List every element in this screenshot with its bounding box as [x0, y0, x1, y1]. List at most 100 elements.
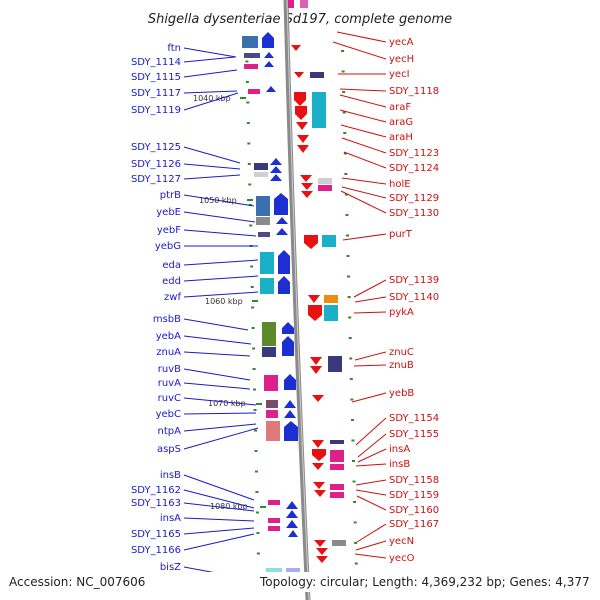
gene-label-left[interactable]: yebF: [157, 225, 181, 236]
gene-label-left[interactable]: yebE: [156, 207, 181, 218]
gene-arrow-down[interactable]: [312, 440, 324, 448]
gene-arrow-up[interactable]: [264, 61, 274, 67]
gene-label-right[interactable]: SDY_1118: [389, 86, 439, 97]
gene-feature[interactable]: [330, 450, 344, 462]
gene-feature[interactable]: [324, 305, 338, 321]
gene-label-left[interactable]: insA: [160, 513, 181, 524]
gene-label-right[interactable]: insA: [389, 444, 410, 455]
gene-feature[interactable]: [300, 0, 308, 8]
gene-feature[interactable]: [332, 540, 346, 546]
gene-arrow-down[interactable]: [314, 540, 326, 547]
gene-feature[interactable]: [262, 347, 276, 357]
gene-label-left[interactable]: SDY_1166: [131, 545, 181, 556]
gene-arrow-down[interactable]: [310, 366, 322, 374]
gene-label-left[interactable]: ptrB: [160, 190, 181, 201]
gene-label-left[interactable]: SDY_1162: [131, 485, 181, 496]
gene-block-up[interactable]: [284, 421, 298, 441]
gene-arrow-down[interactable]: [297, 145, 309, 153]
gene-label-left[interactable]: SDY_1163: [131, 498, 181, 509]
gene-feature[interactable]: [330, 440, 344, 444]
gene-label-left[interactable]: edd: [162, 276, 181, 287]
gene-label-right[interactable]: yecA: [389, 37, 414, 48]
gene-label-right[interactable]: yebB: [389, 388, 414, 399]
gene-label-right[interactable]: araF: [389, 102, 411, 113]
gene-feature[interactable]: [268, 518, 280, 523]
gene-arrow-up[interactable]: [276, 217, 288, 224]
gene-arrow-up[interactable]: [284, 400, 296, 408]
gene-block-up[interactable]: [282, 336, 294, 356]
gene-feature[interactable]: [318, 185, 332, 191]
gene-arrow-down[interactable]: [308, 295, 320, 303]
gene-label-left[interactable]: SDY_1119: [131, 105, 181, 116]
gene-block-up[interactable]: [262, 32, 274, 48]
gene-block-down[interactable]: [294, 92, 306, 106]
gene-block-down[interactable]: [304, 235, 318, 249]
gene-feature[interactable]: [288, 0, 294, 8]
gene-block-down[interactable]: [308, 305, 322, 321]
gene-feature[interactable]: [260, 278, 274, 294]
gene-arrow-down[interactable]: [314, 490, 326, 497]
gene-feature[interactable]: [266, 421, 280, 441]
gene-label-right[interactable]: SDY_1124: [389, 163, 439, 174]
gene-label-right[interactable]: SDY_1158: [389, 475, 439, 486]
gene-arrow-up[interactable]: [270, 174, 282, 181]
gene-arrow-up[interactable]: [276, 228, 288, 235]
gene-label-right[interactable]: SDY_1130: [389, 208, 439, 219]
gene-label-right[interactable]: SDY_1140: [389, 292, 439, 303]
gene-feature[interactable]: [330, 484, 344, 490]
gene-label-left[interactable]: SDY_1126: [131, 159, 181, 170]
gene-label-right[interactable]: pykA: [389, 307, 414, 318]
gene-label-left[interactable]: yebG: [155, 241, 181, 252]
gene-label-right[interactable]: SDY_1154: [389, 413, 439, 424]
gene-label-right[interactable]: holE: [389, 179, 411, 190]
gene-block-down[interactable]: [295, 106, 307, 120]
gene-label-left[interactable]: eda: [162, 260, 181, 271]
gene-arrow-down[interactable]: [301, 183, 313, 190]
gene-label-right[interactable]: purT: [389, 229, 413, 240]
gene-label-right[interactable]: araH: [389, 132, 413, 143]
gene-arrow-down[interactable]: [316, 556, 328, 563]
gene-arrow-up[interactable]: [286, 501, 298, 509]
gene-feature[interactable]: [310, 72, 324, 78]
gene-arrow-down[interactable]: [310, 357, 322, 365]
gene-label-right[interactable]: SDY_1159: [389, 490, 439, 501]
gene-arrow-up[interactable]: [284, 410, 296, 418]
gene-arrow-up[interactable]: [286, 520, 298, 528]
gene-label-right[interactable]: znuC: [389, 347, 414, 358]
gene-arrow-down[interactable]: [291, 45, 301, 51]
gene-arrow-down[interactable]: [300, 175, 312, 182]
gene-feature[interactable]: [328, 356, 342, 372]
gene-feature[interactable]: [254, 172, 268, 177]
gene-arrow-up[interactable]: [264, 52, 274, 58]
gene-feature[interactable]: [266, 410, 278, 418]
gene-label-left[interactable]: aspS: [157, 444, 181, 455]
gene-label-left[interactable]: zwf: [164, 292, 181, 303]
gene-label-left[interactable]: ruvB: [158, 364, 181, 375]
gene-label-left[interactable]: ftn: [167, 43, 181, 54]
gene-label-right[interactable]: SDY_1129: [389, 193, 439, 204]
gene-feature[interactable]: [330, 492, 344, 498]
gene-label-left[interactable]: SDY_1127: [131, 174, 181, 185]
gene-label-right[interactable]: znuB: [389, 360, 414, 371]
gene-feature[interactable]: [268, 500, 280, 505]
gene-label-left[interactable]: insB: [160, 470, 181, 481]
gene-label-right[interactable]: SDY_1160: [389, 505, 439, 516]
gene-label-left[interactable]: ruvA: [158, 378, 181, 389]
gene-block-down[interactable]: [312, 449, 326, 461]
gene-block-up[interactable]: [284, 374, 296, 390]
gene-label-left[interactable]: SDY_1165: [131, 529, 181, 540]
gene-label-left[interactable]: SDY_1117: [131, 88, 181, 99]
gene-arrow-down[interactable]: [294, 72, 304, 78]
gene-label-left[interactable]: SDY_1125: [131, 142, 181, 153]
gene-feature[interactable]: [242, 36, 258, 48]
gene-label-right[interactable]: yecI: [389, 69, 410, 80]
gene-feature[interactable]: [248, 89, 260, 94]
gene-feature[interactable]: [254, 163, 268, 170]
gene-feature[interactable]: [318, 178, 332, 184]
gene-label-right[interactable]: SDY_1155: [389, 429, 439, 440]
gene-arrow-up[interactable]: [286, 510, 298, 518]
gene-feature[interactable]: [244, 53, 260, 58]
gene-label-right[interactable]: yecH: [389, 54, 414, 65]
gene-label-right[interactable]: insB: [389, 459, 410, 470]
gene-feature[interactable]: [330, 464, 344, 470]
